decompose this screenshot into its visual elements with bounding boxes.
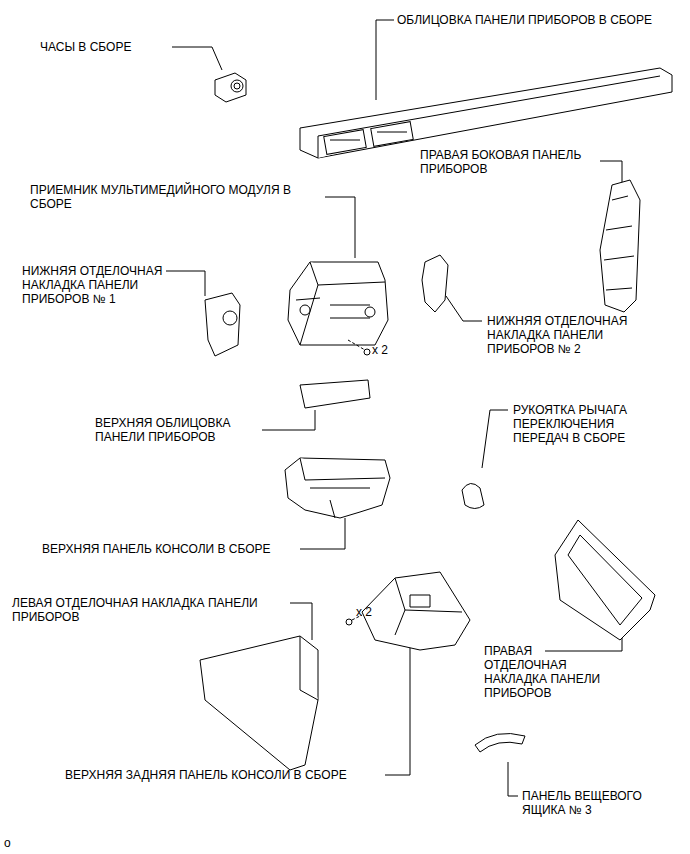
part-label: НИЖНЯЯ ОТДЕЛОЧНАЯ НАКЛАДКА ПАНЕЛИ ПРИБОР… [487,314,647,356]
console-upper-panel-part [285,458,390,518]
shift-knob-part [462,483,484,508]
part-label: ПАНЕЛЬ ВЕЩЕВОГО ЯЩИКА № 3 [522,789,682,817]
lower-finish-panel-1-part [205,293,240,356]
part-label: ПРАВАЯ ОТДЕЛОЧНАЯ НАКЛАДКА ПАНЕЛИ ПРИБОР… [484,644,616,700]
quantity-label: x 2 [372,343,388,357]
part-label: РУКОЯТКА РЫЧАГА ПЕРЕКЛЮЧЕНИЯ ПЕРЕДАЧ В С… [513,403,663,445]
quantity-label: x 2 [356,605,372,619]
part-label: ВЕРХНЯЯ ЗАДНЯЯ ПАНЕЛЬ КОНСОЛИ В СБОРЕ [65,768,347,782]
figure-code: o [4,836,11,850]
dash-garnish-part [300,68,672,158]
part-label: ПРИЕМНИК МУЛЬТИМЕДИЙНОГО МОДУЛЯ В СБОРЕ [30,183,325,211]
part-label: ПРАВАЯ БОКОВАЯ ПАНЕЛЬ ПРИБОРОВ [420,148,610,176]
part-label: ЛЕВАЯ ОТДЕЛОЧНАЯ НАКЛАДКА ПАНЕЛИ ПРИБОРО… [12,596,297,624]
right-finish-panel-part [555,520,655,640]
part-label: ЧАСЫ В СБОРЕ [40,40,131,54]
part-label: НИЖНЯЯ ОТДЕЛОЧНАЯ НАКЛАДКА ПАНЕЛИ ПРИБОР… [22,264,172,306]
lower-finish-panel-2-part [422,255,448,312]
right-side-panel-part [600,180,640,312]
clock-part [215,73,246,102]
part-label: ОБЛИЦОВКА ПАНЕЛИ ПРИБОРОВ В СБОРЕ [397,13,677,27]
part-label: ВЕРХНЯЯ ПАНЕЛЬ КОНСОЛИ В СБОРЕ [42,542,271,556]
console-rear-panel-part [346,572,470,650]
multimedia-receiver-part [288,262,388,355]
left-finish-panel-part [200,636,318,770]
upper-garnish-part [300,380,370,408]
glovebox-panel-3-part [475,733,525,752]
part-label: ВЕРХНЯЯ ОБЛИЦОВКА ПАНЕЛИ ПРИБОРОВ [95,416,265,444]
